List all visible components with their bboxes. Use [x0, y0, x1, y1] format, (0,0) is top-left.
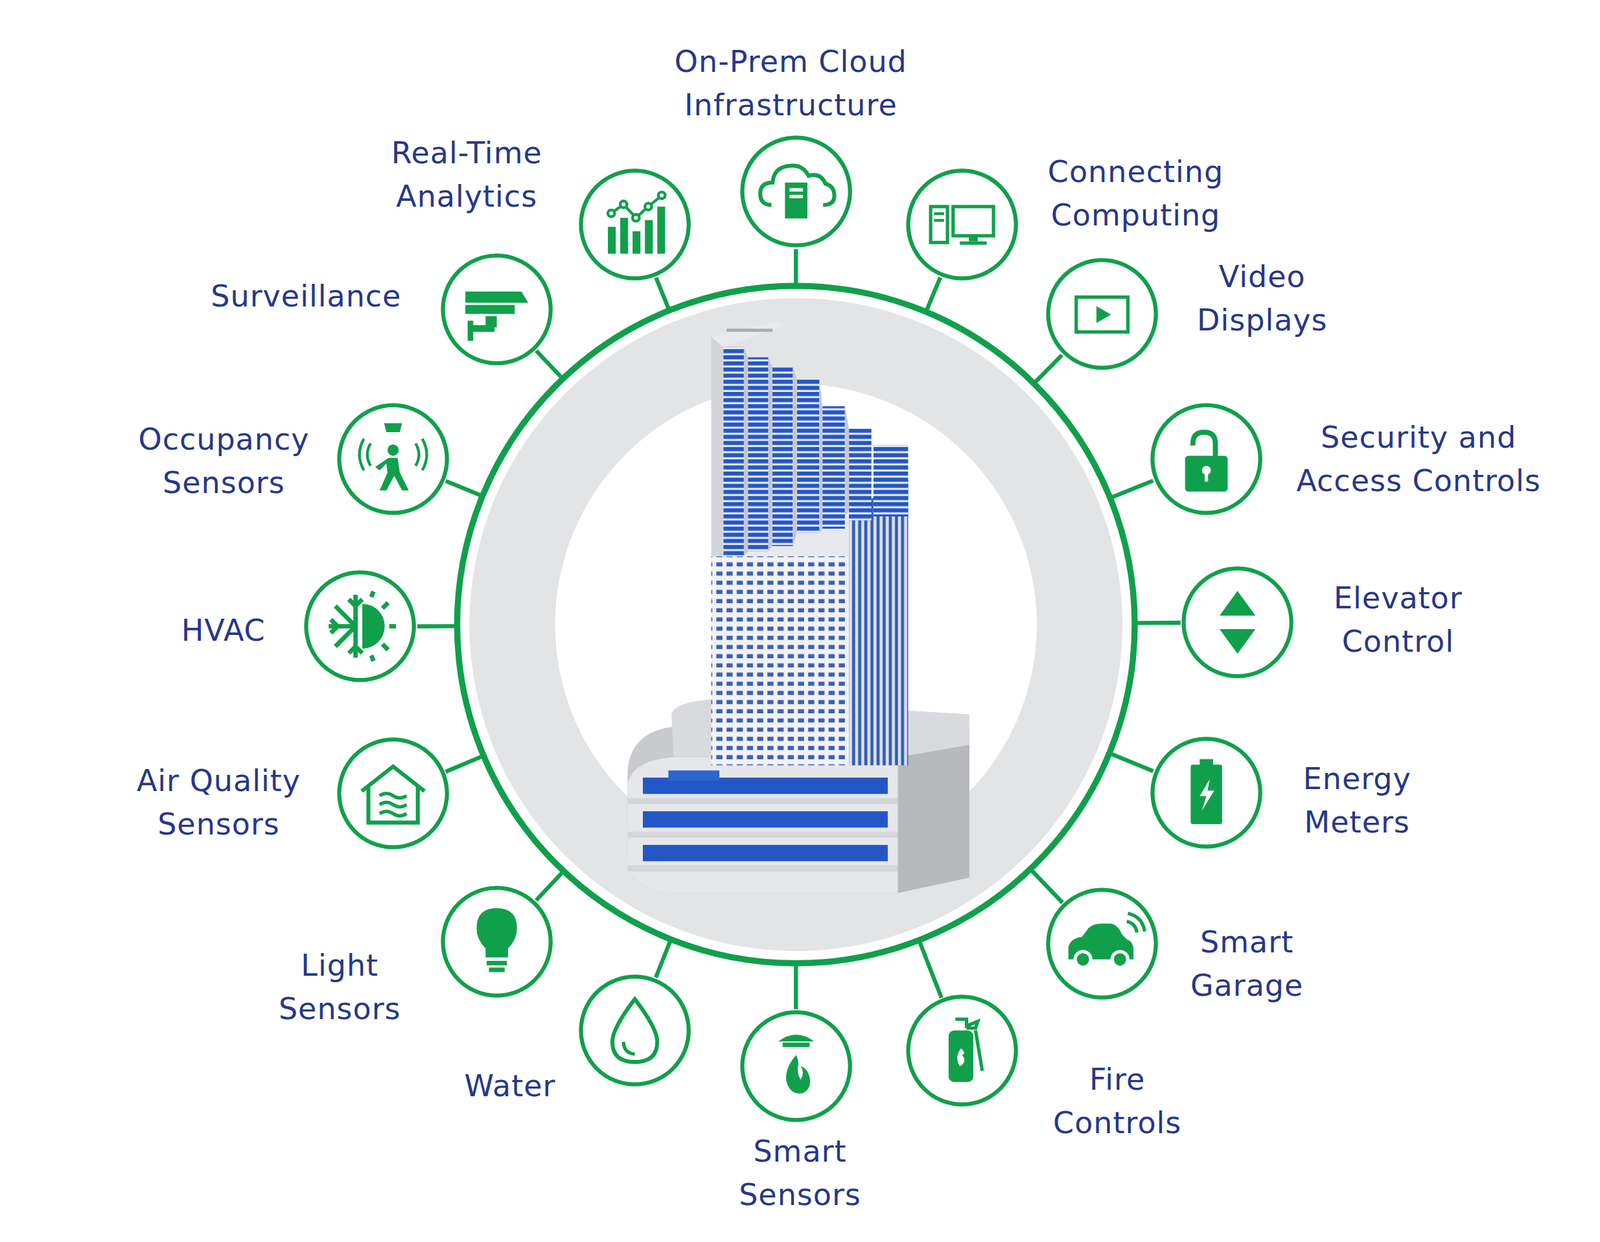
icon-circle: Real-Time Analytics: [578, 168, 691, 281]
node-label: Fire Controls: [1021, 1058, 1213, 1146]
icon-circle: HVAC: [303, 570, 417, 683]
icon-circle: Elevator Control: [1181, 566, 1294, 679]
icon-symbol: [440, 253, 553, 366]
icon-symbol: [1045, 257, 1159, 371]
node-label: Surveillance: [186, 274, 426, 318]
node-label: Smart Garage: [1166, 920, 1328, 1008]
icon-symbol: [578, 168, 691, 281]
icon-circle: On-Prem Cloud Infrastructure: [740, 135, 853, 248]
node-label: Connecting Computing: [1022, 150, 1250, 238]
spoke-line: [417, 624, 459, 629]
node-label: Smart Sensors: [704, 1130, 895, 1218]
icon-symbol: [740, 135, 853, 248]
node-label: Water: [435, 1064, 585, 1108]
spoke-line: [1032, 355, 1062, 385]
icon-circle: Surveillance: [440, 253, 553, 366]
spoke-line: [536, 350, 564, 380]
node-label: Energy Meters: [1276, 757, 1438, 845]
spoke-line: [445, 480, 484, 497]
icon-symbol: [578, 974, 691, 1087]
icon-circle: Air Quality Sensors: [336, 737, 450, 850]
spoke-line: [445, 755, 485, 772]
icon-symbol: [336, 737, 450, 850]
node-label: Elevator Control: [1299, 576, 1497, 664]
icon-circle: Fire Controls: [905, 994, 1019, 1107]
icon-symbol: [740, 1010, 853, 1123]
icon-circle: Video Displays: [1045, 257, 1159, 371]
icon-symbol: [440, 885, 553, 998]
icon-symbol: [1181, 566, 1294, 679]
spoke-line: [1133, 620, 1181, 626]
icon-symbol: [1150, 736, 1263, 849]
node-label: Light Sensors: [244, 944, 435, 1032]
node-label: Occupancy Sensors: [116, 417, 332, 505]
icon-circle: Smart Sensors: [740, 1010, 853, 1123]
icon-symbol: [1150, 403, 1263, 516]
icon-circle: Light Sensors: [440, 885, 553, 998]
icon-symbol: [336, 403, 450, 516]
spoke-line: [655, 278, 670, 312]
spoke-line: [925, 277, 941, 314]
node-label: Real-Time Analytics: [359, 131, 575, 219]
spoke-line: [655, 938, 672, 978]
icon-circle: Energy Meters: [1150, 736, 1263, 849]
node-label: On-Prem Cloud Infrastructure: [648, 40, 935, 128]
icon-circle: Water: [578, 974, 691, 1087]
spoke-line: [1029, 868, 1063, 903]
node-label: Air Quality Sensors: [105, 759, 333, 847]
node-label: Security and Access Controls: [1266, 416, 1571, 503]
node-label: HVAC: [149, 609, 299, 653]
icon-symbol: [1045, 887, 1159, 1000]
icon-circle: Occupancy Sensors: [336, 403, 450, 516]
node-label: Video Displays: [1169, 255, 1355, 343]
icon-symbol: [905, 994, 1019, 1107]
spoke-line: [793, 249, 798, 288]
icon-circle: Security and Access Controls: [1150, 403, 1263, 516]
spoke-line: [1109, 480, 1154, 499]
spoke-line: [535, 870, 564, 901]
icon-circle: Smart Garage: [1045, 887, 1159, 1000]
icon-circle: Connecting Computing: [905, 168, 1019, 281]
icon-symbol: [905, 168, 1019, 281]
spoke-line: [918, 939, 942, 998]
spoke-line: [793, 962, 798, 1009]
spoke-line: [1108, 753, 1153, 772]
icon-symbol: [303, 570, 417, 683]
